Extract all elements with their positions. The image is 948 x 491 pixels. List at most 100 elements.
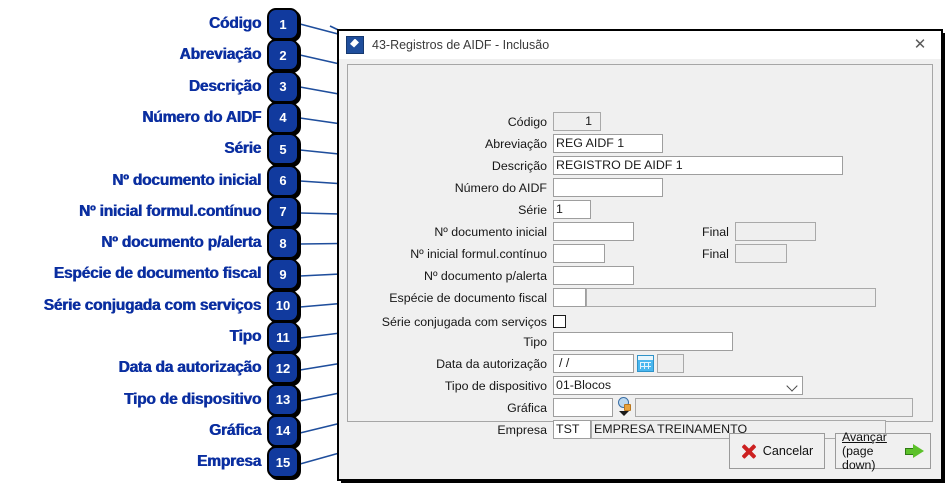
checkbox-serie-conjugada[interactable] <box>553 315 566 328</box>
annotation-row-4: Número do AIDF 4 <box>0 101 299 134</box>
field-row-codigo: Código 1 <box>348 111 601 132</box>
annotation-badge-7: 7 <box>267 195 299 228</box>
field-row-especie: Espécie de documento fiscal <box>348 287 876 308</box>
annotation-badge-8: 8 <box>267 227 299 260</box>
input-doc-inicial[interactable] <box>553 222 634 241</box>
field-row-doc-inicial: Nº documento inicial Final <box>348 221 816 242</box>
input-data-autorizacao-extra[interactable] <box>657 354 684 373</box>
annotation-row-15: Empresa 15 <box>0 446 299 479</box>
input-serie[interactable]: 1 <box>553 200 591 219</box>
label-tipo: Tipo <box>523 334 547 349</box>
annotation-label-14: Gráfica <box>208 421 261 439</box>
annotation-badge-4: 4 <box>267 101 299 134</box>
input-formul-continuo-final[interactable] <box>734 244 787 263</box>
app-icon <box>346 35 364 54</box>
next-button-label: Avançar (page down) <box>842 430 899 472</box>
input-data-autorizacao[interactable]: / / <box>553 354 634 373</box>
annotation-label-8: Nº documento p/alerta <box>101 234 261 252</box>
label-serie: Série <box>518 202 547 217</box>
annotation-row-1: Código 1 <box>0 8 299 40</box>
label-doc-inicial-final: Final <box>702 224 729 239</box>
annotation-row-14: Gráfica 14 <box>0 414 299 447</box>
field-row-numero-aidf: Número do AIDF <box>348 177 663 198</box>
annotation-badge-14: 14 <box>267 414 299 447</box>
label-abreviacao: Abreviação <box>485 136 547 151</box>
annotation-row-11: Tipo 11 <box>0 321 299 353</box>
annotation-badge-5: 5 <box>267 133 299 166</box>
annotation-label-11: Tipo <box>229 328 261 345</box>
annotation-badge-6: 6 <box>267 164 299 197</box>
annotation-label-5: Série <box>224 140 261 158</box>
field-row-tipo-dispositivo: Tipo de dispositivo 01-Blocos <box>348 375 803 396</box>
select-tipo-dispositivo[interactable]: 01-Blocos <box>553 376 803 395</box>
input-numero-aidf[interactable] <box>553 178 663 197</box>
label-codigo: Código <box>507 114 547 129</box>
search-icon-badge <box>624 403 631 411</box>
label-grafica: Gráfica <box>507 400 547 415</box>
field-row-serie: Série 1 <box>348 199 591 220</box>
close-icon[interactable]: ✕ <box>913 36 927 53</box>
field-row-data-autorizacao: Data da autorização / / <box>348 353 684 374</box>
select-tipo-dispositivo-value: 01-Blocos <box>556 378 612 392</box>
annotation-badge-11: 11 <box>267 321 299 353</box>
annotation-badge-2: 2 <box>267 39 299 72</box>
annotation-label-1: Código <box>208 15 261 32</box>
label-doc-alerta: Nº documento p/alerta <box>424 268 547 283</box>
annotation-label-4: Número do AIDF <box>142 108 261 126</box>
arrow-right-icon <box>905 443 924 459</box>
annotation-label-9: Espécie de documento fiscal <box>53 265 262 283</box>
input-codigo[interactable]: 1 <box>553 112 601 131</box>
label-formul-continuo: Nº inicial formul.contínuo <box>410 246 547 261</box>
label-especie: Espécie de documento fiscal <box>389 290 547 305</box>
input-formul-continuo[interactable] <box>553 244 605 263</box>
label-empresa: Empresa <box>497 422 547 437</box>
search-icon[interactable] <box>615 396 633 419</box>
annotation-badge-1: 1 <box>267 8 299 40</box>
field-row-descricao: Descrição REGISTRO DE AIDF 1 <box>348 155 843 176</box>
search-icon-glass <box>618 396 629 408</box>
label-serie-conjugada: Série conjugada com serviços <box>381 314 547 329</box>
calendar-icon[interactable] <box>637 355 654 372</box>
field-row-doc-alerta: Nº documento p/alerta <box>348 265 634 286</box>
annotation-label-15: Empresa <box>196 453 261 471</box>
next-button[interactable]: Avançar (page down) <box>835 430 931 472</box>
dialog-buttons: Cancelar Avançar (page down) <box>729 430 931 472</box>
annotation-row-13: Tipo de dispositivo 13 <box>0 383 299 416</box>
input-empresa-code[interactable]: TST <box>553 420 591 439</box>
triangle-down-icon <box>619 410 629 416</box>
input-tipo[interactable] <box>553 332 733 351</box>
input-doc-inicial-final[interactable] <box>734 222 816 241</box>
input-grafica-desc[interactable] <box>635 398 913 417</box>
close-x-icon <box>741 444 756 459</box>
input-especie-desc[interactable] <box>586 288 876 307</box>
form-panel: Código 1 Abreviação REG AIDF 1 Descrição… <box>347 64 933 439</box>
dialog-title: 43-Registros de AIDF - Inclusão <box>372 37 550 52</box>
input-descricao[interactable]: REGISTRO DE AIDF 1 <box>553 156 843 175</box>
annotation-badge-9: 9 <box>267 258 299 291</box>
field-row-grafica: Gráfica <box>348 396 913 419</box>
input-doc-alerta[interactable] <box>553 266 634 285</box>
input-grafica-code[interactable] <box>553 398 613 417</box>
annotation-row-8: Nº documento p/alerta 8 <box>0 227 299 260</box>
input-abreviacao[interactable]: REG AIDF 1 <box>553 134 663 153</box>
label-tipo-dispositivo: Tipo de dispositivo <box>444 378 547 393</box>
annotation-badge-3: 3 <box>267 70 299 103</box>
cancel-button-label: Cancelar <box>762 444 814 458</box>
field-row-abreviacao: Abreviação REG AIDF 1 <box>348 133 663 154</box>
next-button-label-line2: (page down) <box>842 444 876 472</box>
input-especie-code[interactable] <box>553 288 586 307</box>
label-descricao: Descrição <box>491 158 547 173</box>
annotation-label-2: Abreviação <box>179 46 261 64</box>
annotation-row-2: Abreviação 2 <box>0 39 299 72</box>
cancel-button[interactable]: Cancelar <box>729 433 825 469</box>
annotation-label-13: Tipo de dispositivo <box>123 390 261 408</box>
annotation-row-5: Série 5 <box>0 133 299 166</box>
annotation-badge-15: 15 <box>267 446 299 479</box>
annotation-badge-13: 13 <box>267 383 299 416</box>
annotation-label-10: Série conjugada com serviços <box>43 296 261 314</box>
